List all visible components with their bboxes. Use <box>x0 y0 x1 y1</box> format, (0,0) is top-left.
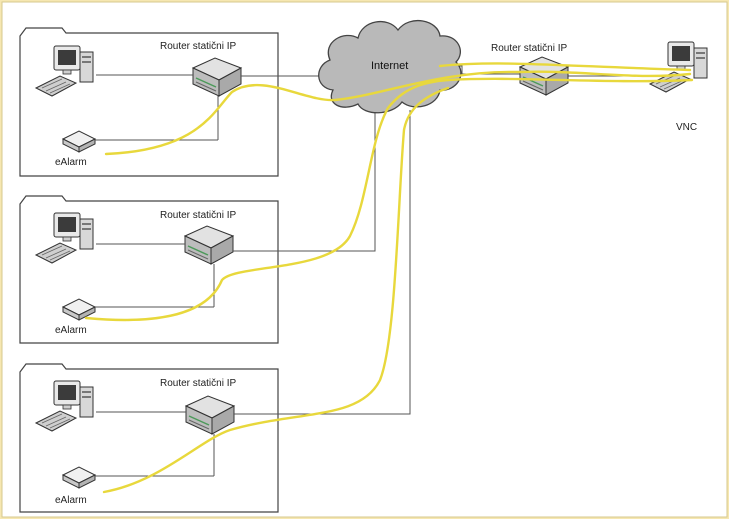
vnc-label: VNC <box>676 122 697 133</box>
vpn-path <box>84 78 450 322</box>
site-panel-frame <box>19 27 279 177</box>
router-label: Router statični IP <box>160 210 236 221</box>
router-label: Router statični IP <box>160 41 236 52</box>
cloud-shape <box>318 20 462 114</box>
vpn-path <box>438 62 692 72</box>
site-panel-frame <box>19 363 279 513</box>
wan-wire <box>234 110 411 415</box>
vpn-path <box>446 77 694 83</box>
remote-site: Router statični IP VNC <box>491 41 708 133</box>
vpn-path <box>104 70 692 156</box>
vpn-path <box>102 86 450 494</box>
router-label: Router statični IP <box>160 378 236 389</box>
internet-label: Internet <box>371 60 408 72</box>
vpn-paths <box>84 62 694 494</box>
ealarm-label: eAlarm <box>55 157 87 168</box>
remote-router-label: Router statični IP <box>491 43 567 54</box>
site-panel-1: Router statični IP eAlarm <box>19 27 279 177</box>
site-panel-frame <box>19 195 279 344</box>
ealarm-label: eAlarm <box>55 495 87 506</box>
ealarm-label: eAlarm <box>55 325 87 336</box>
internet-cloud: Internet <box>318 20 462 114</box>
wan-wire <box>233 108 376 252</box>
site-panel-3: Router statični IP eAlarm <box>19 363 279 513</box>
